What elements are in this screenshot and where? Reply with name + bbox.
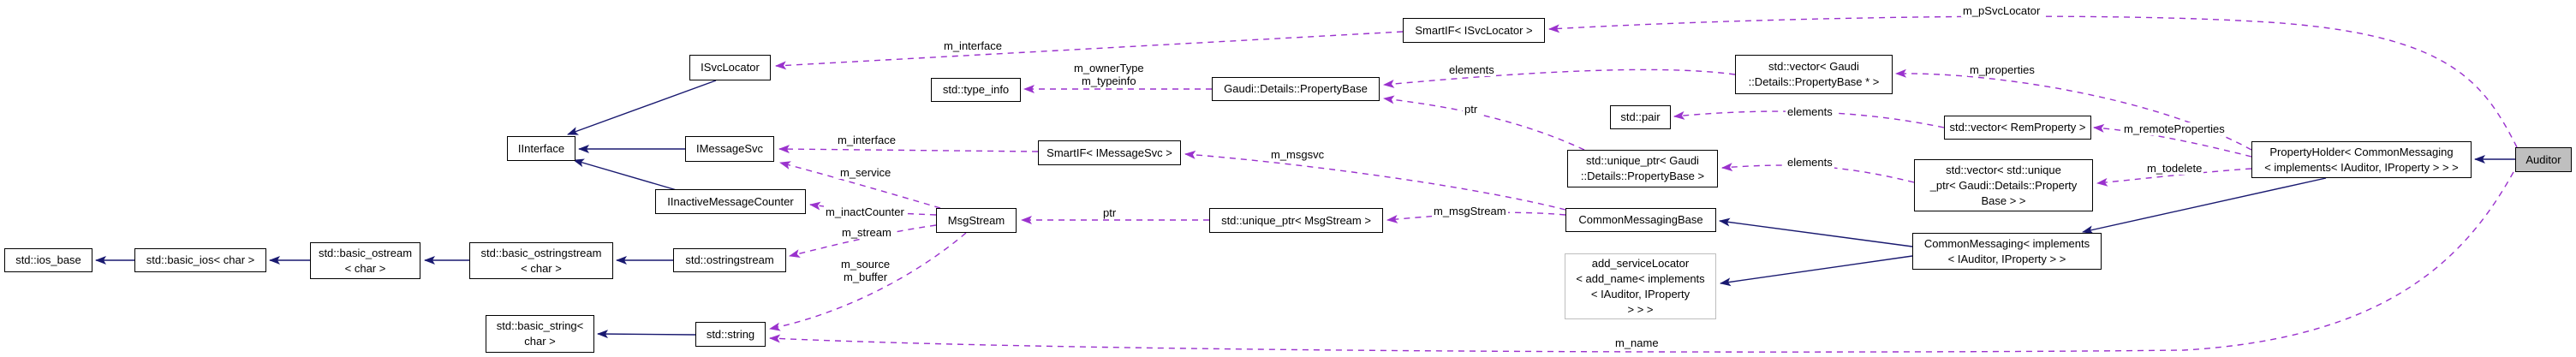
node-std-unique-ptr-propertybase[interactable]: std::unique_ptr< Gaudi ::Details::Proper…: [1567, 150, 1718, 187]
edge-label-m-stream: m_stream: [840, 226, 893, 239]
edge-label-ptr-msgstream: ptr: [1101, 206, 1118, 219]
node-std-pair[interactable]: std::pair: [1610, 105, 1671, 129]
node-commonmessagingbase[interactable]: CommonMessagingBase: [1565, 208, 1716, 232]
edge-label-m-msgstream: m_msgStream: [1432, 205, 1508, 217]
edge-label-m-interface-imessagesvc: m_interface: [836, 134, 897, 146]
node-std-vector-propertybase-ptr[interactable]: std::vector< Gaudi ::Details::PropertyBa…: [1735, 55, 1893, 94]
node-iinterface[interactable]: IInterface: [507, 136, 575, 161]
edge-label-elements-pair: elements: [1786, 105, 1834, 118]
edge-label-m-msgsvc: m_msgsvc: [1269, 148, 1327, 161]
node-iinactivemessagecounter[interactable]: IInactiveMessageCounter: [655, 189, 806, 214]
edge-label-m-service: m_service: [838, 166, 893, 179]
node-imessagesvc[interactable]: IMessageSvc: [685, 136, 774, 162]
edge-label-m-psvclocator: m_pSvcLocator: [1961, 4, 2042, 17]
edge-label-elements-propertybase: elements: [1447, 63, 1496, 76]
edge-label-ptr-propertybase: ptr: [1463, 103, 1480, 116]
node-std-type-info[interactable]: std::type_info: [931, 78, 1021, 102]
node-std-string[interactable]: std::string: [695, 322, 766, 347]
node-std-unique-ptr-msgstream[interactable]: std::unique_ptr< MsgStream >: [1209, 208, 1383, 233]
node-std-basic-ios[interactable]: std::basic_ios< char >: [134, 248, 266, 272]
edge-label-m-ownertype-m-typeinfo: m_ownerType m_typeinfo: [1072, 62, 1146, 87]
node-propertyholder[interactable]: PropertyHolder< CommonMessaging < implem…: [2251, 141, 2472, 178]
node-gaudi-details-propertybase[interactable]: Gaudi::Details::PropertyBase: [1212, 77, 1380, 101]
edge-label-m-name: m_name: [1613, 336, 1661, 349]
node-std-basic-string[interactable]: std::basic_string< char >: [486, 315, 594, 353]
node-std-basic-ostream[interactable]: std::basic_ostream < char >: [310, 242, 420, 279]
node-commonmessaging-implements[interactable]: CommonMessaging< implements < IAuditor, …: [1912, 233, 2102, 270]
node-isvclocator[interactable]: ISvcLocator: [689, 55, 771, 80]
node-smartif-isvclocator[interactable]: SmartIF< ISvcLocator >: [1403, 18, 1545, 43]
edge-label-m-remoteproperties: m_remoteProperties: [2122, 122, 2227, 135]
node-smartif-imessagesvc[interactable]: SmartIF< IMessageSvc >: [1038, 140, 1181, 165]
edge-label-m-inactcounter: m_inactCounter: [824, 205, 906, 218]
node-std-basic-ostringstream[interactable]: std::basic_ostringstream < char >: [469, 242, 613, 279]
node-std-vector-remproperty[interactable]: std::vector< RemProperty >: [1944, 116, 2091, 140]
node-add-servicelocator[interactable]: add_serviceLocator < add_name< implement…: [1565, 253, 1716, 319]
edge-label-m-interface-isvclocator: m_interface: [942, 39, 1004, 52]
node-msgstream[interactable]: MsgStream: [936, 208, 1017, 233]
node-auditor: Auditor: [2515, 147, 2572, 172]
edge-label-elements-unique-ptr: elements: [1786, 156, 1834, 169]
edge-label-m-source-m-buffer: m_source m_buffer: [839, 258, 892, 283]
edge-label-m-todelete: m_todelete: [2145, 162, 2204, 175]
node-std-ostringstream[interactable]: std::ostringstream: [673, 248, 786, 272]
node-std-ios-base[interactable]: std::ios_base: [4, 248, 92, 272]
node-std-vector-unique-ptr[interactable]: std::vector< std::unique _ptr< Gaudi::De…: [1914, 159, 2093, 211]
edge-label-m-properties: m_properties: [1968, 63, 2036, 76]
